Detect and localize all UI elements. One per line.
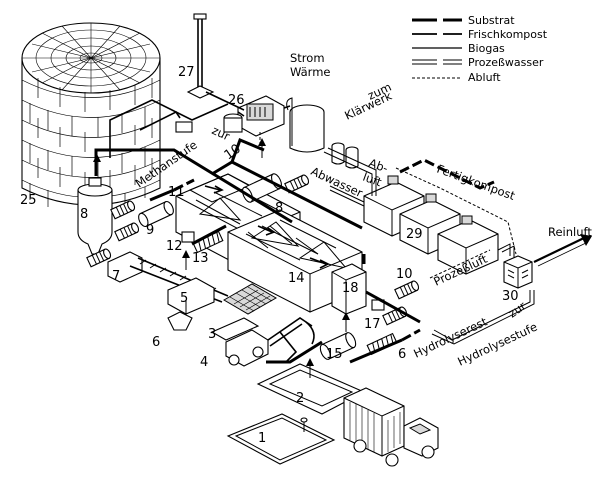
biogas-lines	[109, 91, 291, 158]
flare-stack	[186, 13, 215, 99]
number-30: 30	[502, 289, 519, 304]
label-heat: Wärme	[290, 65, 331, 79]
number-15: 15	[326, 347, 343, 362]
number-14: 14	[288, 271, 305, 286]
number-7: 7	[112, 269, 120, 284]
number-6: 6	[152, 335, 160, 350]
legend-biogas-label: Biogas	[468, 42, 505, 55]
legend-process-water-label: Prozeßwasser	[468, 56, 544, 69]
number-10: 10	[222, 141, 244, 163]
number-12: 12	[166, 239, 183, 254]
label-power: Strom	[290, 51, 325, 65]
number-18: 18	[342, 281, 359, 296]
component-numbers: 1 2 3 4 5 6 6 7 8 8 9 10 10 11 12 13 14 …	[20, 65, 519, 446]
clean-air-arrow	[533, 234, 592, 267]
number-29: 29	[406, 227, 423, 242]
exhaust-vent-arrows	[93, 138, 350, 378]
number-27: 27	[178, 65, 195, 80]
label-wastewater: Abwasser	[309, 164, 365, 200]
label-exhaust-air-2: luft	[361, 170, 384, 190]
weighbridge	[226, 413, 336, 465]
number-13: 13	[192, 251, 209, 266]
label-finished-compost: Fertigkompost	[435, 162, 517, 203]
number-26: 26	[228, 93, 245, 108]
composting-tunnels	[363, 175, 499, 275]
legend: Substrat Frischkompost Biogas Prozeßwass…	[412, 14, 548, 84]
process-water-lines	[323, 147, 535, 345]
number-11: 11	[168, 185, 185, 200]
delivery-truck	[343, 387, 439, 467]
number-5: 5	[180, 291, 188, 306]
legend-substrate-label: Substrat	[468, 14, 515, 27]
number-4: 4	[200, 355, 208, 370]
biogas-storage-tank	[21, 22, 161, 207]
number-25: 25	[20, 193, 37, 208]
label-clean-air: Reinluft	[548, 225, 592, 239]
pre-treatment-equipment	[107, 251, 315, 367]
number-8: 8	[80, 207, 88, 222]
number-1: 1	[258, 431, 266, 446]
number-17: 17	[364, 317, 381, 332]
number-8b: 8	[275, 201, 283, 216]
legend-fresh-compost-label: Frischkompost	[468, 28, 548, 41]
label-exhaust-air-1: Ab-	[367, 156, 390, 176]
gas-cleaning-vessel	[77, 177, 113, 255]
dewatering-unit	[331, 263, 367, 315]
number-2: 2	[296, 391, 304, 406]
substrate-lines	[94, 138, 495, 364]
number-9: 9	[146, 223, 154, 238]
legend-exhaust-air-label: Abluft	[468, 71, 501, 84]
number-6b: 6	[398, 347, 406, 362]
chp-unit	[223, 95, 285, 137]
process-water-tanks	[286, 97, 359, 169]
number-10b: 10	[396, 267, 413, 282]
number-3: 3	[208, 327, 216, 342]
biofilter	[503, 255, 533, 289]
